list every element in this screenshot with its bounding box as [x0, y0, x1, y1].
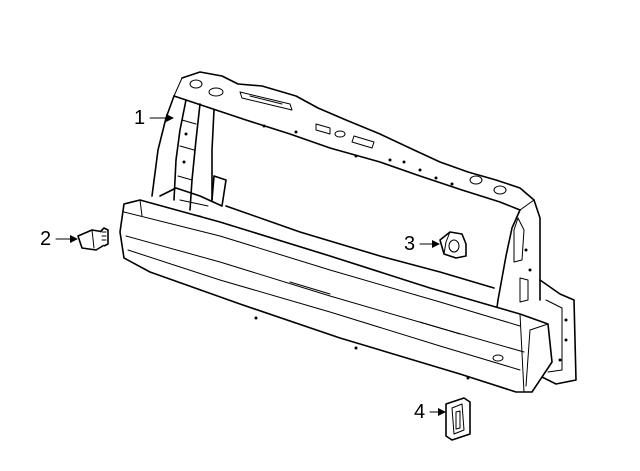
- bumper-beam: [119, 199, 553, 393]
- callout-4: 4: [414, 401, 426, 423]
- bolt-part: [77, 227, 109, 251]
- leader-arrows: [55, 114, 446, 416]
- callout-1: 1: [134, 107, 146, 129]
- emblem-plate-part: [445, 397, 471, 441]
- callout-2: 2: [40, 228, 52, 250]
- bracket-part: [439, 231, 467, 259]
- callout-3: 3: [404, 233, 416, 255]
